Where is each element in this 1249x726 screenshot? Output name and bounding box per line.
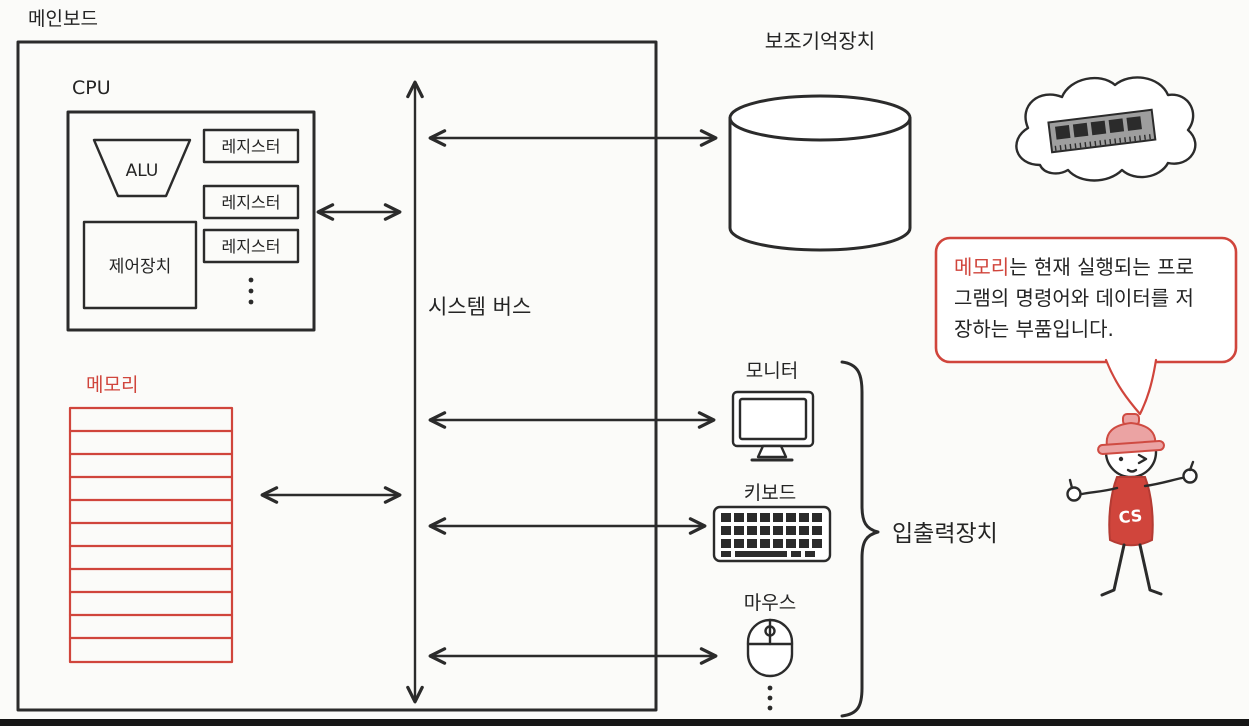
hard-hat-icon <box>1097 413 1165 455</box>
alu-label: ALU <box>126 161 159 181</box>
mascot-legs <box>1100 543 1163 597</box>
speech-line1: 는 현재 실행되는 프로 <box>1009 255 1194 279</box>
speech-bubble: 메모리는 현재 실행되는 프로 그램의 명령어와 데이터를 저 장하는 부품입니… <box>934 236 1238 416</box>
video-bottom-edge <box>0 719 1249 726</box>
memory-grid <box>68 406 234 664</box>
mouse-ellipsis-dots <box>767 685 773 711</box>
mainboard-box <box>16 40 658 712</box>
system-bus-label: 시스템 버스 <box>428 295 531 319</box>
io-devices-label: 입출력장치 <box>892 521 998 547</box>
memory-cloud-illustration <box>1015 76 1197 182</box>
speech-line2: 그램의 명령어와 데이터를 저 <box>954 286 1194 310</box>
mascot-face <box>1118 453 1148 473</box>
register-label-2: 레지스터 <box>222 193 281 212</box>
memory-label: 메모리 <box>86 374 138 396</box>
mainboard-label: 메인보드 <box>28 8 98 30</box>
control-unit-label: 제어장치 <box>109 257 172 277</box>
storage-cylinder-icon <box>728 94 912 252</box>
register-boxes: 레지스터 레지스터 레지스터 <box>202 128 300 305</box>
control-unit-box: 제어장치 <box>82 220 198 310</box>
mascot-arms <box>1066 460 1198 502</box>
shirt-label: CS <box>1118 506 1143 527</box>
cpu-box <box>66 110 316 332</box>
speech-bubble-tail <box>1106 358 1156 414</box>
ram-icon <box>1047 108 1157 154</box>
register-label-3: 레지스터 <box>222 237 281 256</box>
speech-term: 메모리 <box>954 255 1009 279</box>
monitor-label: 모니터 <box>746 360 798 382</box>
register-ellipsis-dots <box>248 277 254 305</box>
cpu-label: CPU <box>72 77 111 99</box>
monitor-icon <box>731 390 815 462</box>
speech-bubble-text: 메모리는 현재 실행되는 프로 그램의 명령어와 데이터를 저 장하는 부품입니… <box>954 255 1200 341</box>
mascot-character: CS <box>1066 413 1198 597</box>
mouse-icon <box>746 618 794 678</box>
mascot-body: CS <box>1108 476 1154 547</box>
auxiliary-storage-label: 보조기억장치 <box>765 29 875 53</box>
keyboard-icon <box>712 505 832 563</box>
keyboard-label: 키보드 <box>744 482 796 504</box>
mouse-label: 마우스 <box>744 592 796 614</box>
io-devices-brace <box>840 360 880 718</box>
speech-line3: 장하는 부품입니다. <box>954 317 1114 341</box>
register-label-1: 레지스터 <box>222 137 281 156</box>
alu-shape: ALU <box>92 138 192 198</box>
